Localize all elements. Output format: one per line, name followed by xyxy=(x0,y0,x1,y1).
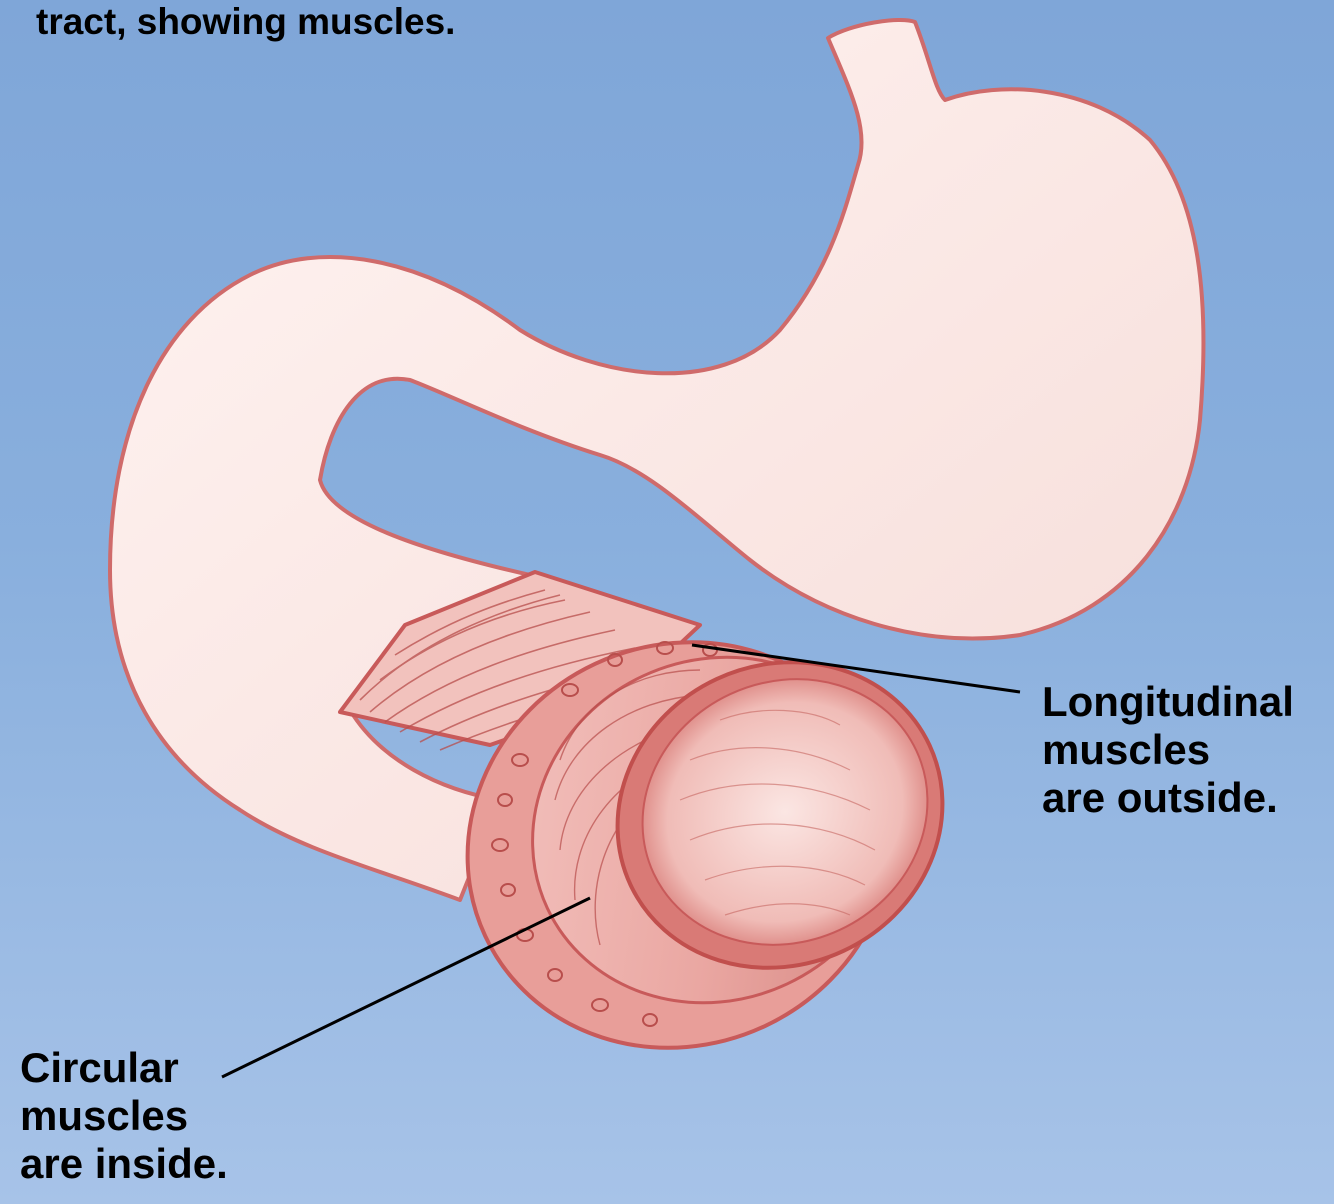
slide-title-fragment: tract, showing muscles. xyxy=(36,0,455,44)
circular-muscles-label: Circular muscles are inside. xyxy=(20,1044,228,1188)
longitudinal-muscles-label: Longitudinal muscles are outside. xyxy=(1042,678,1294,822)
circular-label-line-1: Circular xyxy=(20,1044,228,1092)
circular-label-line-3: are inside. xyxy=(20,1140,228,1188)
circular-label-line-2: muscles xyxy=(20,1092,228,1140)
longitudinal-label-line-1: Longitudinal xyxy=(1042,678,1294,726)
longitudinal-label-line-2: muscles xyxy=(1042,726,1294,774)
longitudinal-label-line-3: are outside. xyxy=(1042,774,1294,822)
